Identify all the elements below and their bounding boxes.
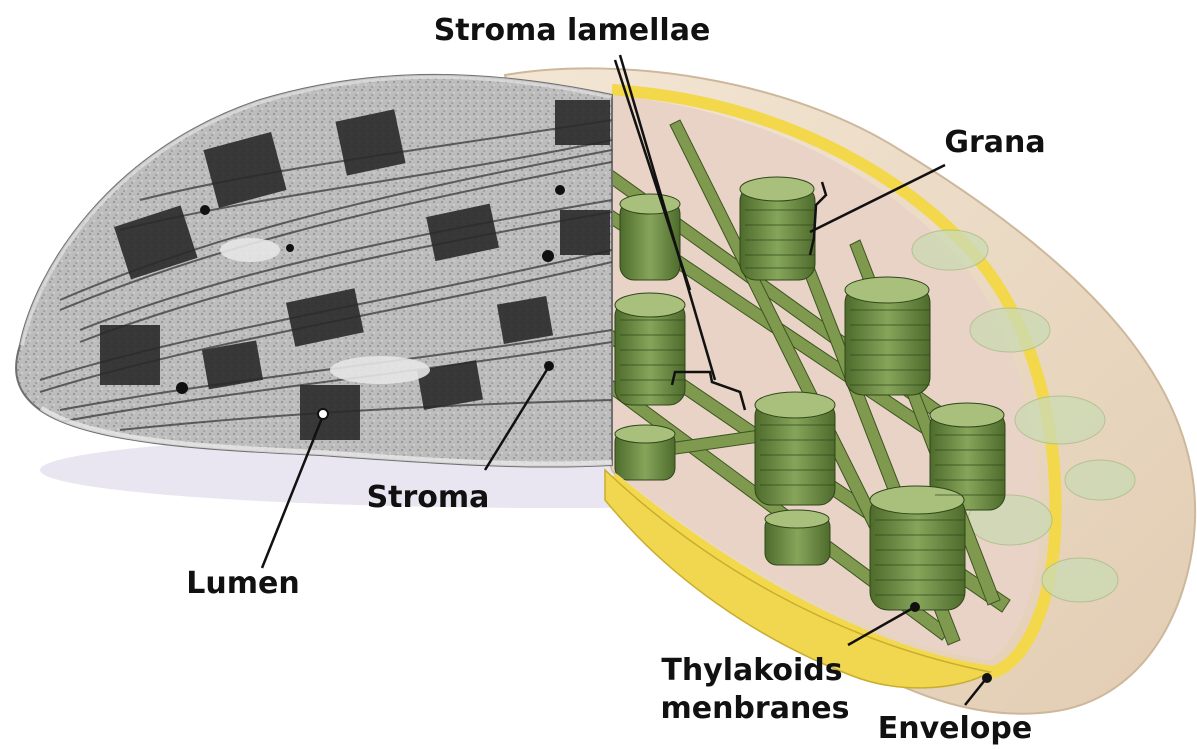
thylakoid-pointer-dot (911, 603, 919, 611)
stroma-pointer-dot (545, 362, 553, 370)
envelope-pointer-dot (983, 674, 991, 682)
label-thylakoids-line1: Thylakoids (661, 653, 842, 688)
label-stroma: Stroma (367, 480, 490, 515)
label-thylakoids-line2: menbranes (660, 691, 849, 726)
label-lumen: Lumen (186, 566, 299, 601)
lumen-pointer-dot (318, 409, 328, 419)
label-envelope: Envelope (878, 711, 1032, 746)
label-grana: Grana (944, 125, 1045, 160)
label-stroma-lamellae: Stroma lamellae (434, 13, 711, 48)
